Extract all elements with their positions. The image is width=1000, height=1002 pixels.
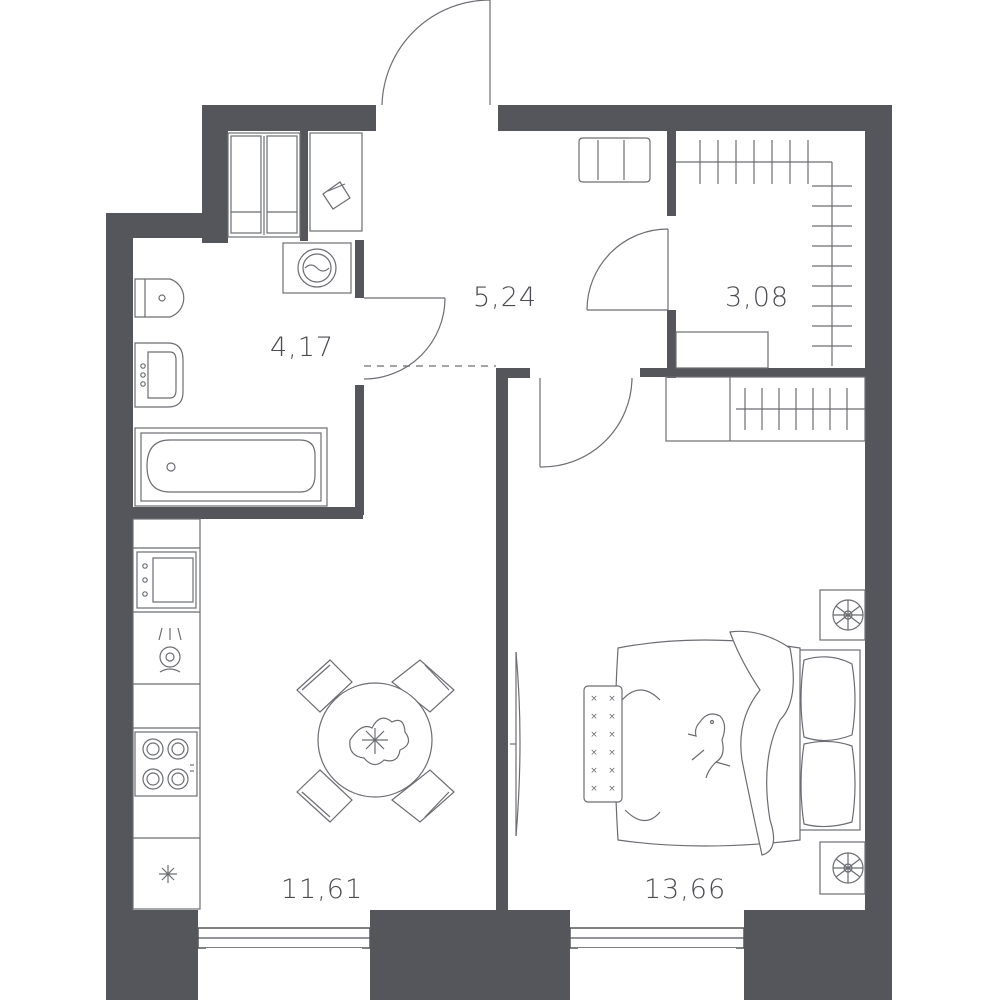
boiler-niche xyxy=(309,132,363,232)
kitchen-area-label: 11,61 xyxy=(281,874,363,905)
utility-cabinet xyxy=(227,132,301,238)
fridge-icon xyxy=(159,865,177,883)
svg-text:×: × xyxy=(590,748,598,758)
bedroom-door xyxy=(539,377,633,468)
wardrobe-rail-icon xyxy=(675,140,852,369)
svg-text:×: × xyxy=(608,766,616,776)
svg-text:×: × xyxy=(590,730,598,740)
wardrobe-area-label: 3,08 xyxy=(725,282,789,313)
cooktop-icon xyxy=(134,731,198,797)
kitchen-window xyxy=(197,927,371,1002)
svg-text:×: × xyxy=(608,712,616,722)
washbasin-icon xyxy=(134,342,184,408)
toilet-icon xyxy=(134,278,185,318)
bedroom-window xyxy=(569,927,745,1002)
svg-text:×: × xyxy=(590,712,598,722)
bathtub-icon xyxy=(134,427,328,507)
kitchen-counter xyxy=(132,518,201,910)
nightstand-lamp-icon xyxy=(819,589,866,641)
double-bed-icon xyxy=(614,630,861,856)
hall-area-label: 5,24 xyxy=(473,282,537,313)
bathroom-door xyxy=(363,297,446,380)
shoe-rack-icon xyxy=(578,137,651,183)
bedroom-wardrobe xyxy=(665,376,866,442)
svg-text:×: × xyxy=(590,694,598,704)
ottoman-icon: × × × × × × × × × × × × xyxy=(583,685,623,803)
sink-icon xyxy=(136,551,197,609)
bedroom-area-label: 13,66 xyxy=(644,874,726,905)
svg-text:×: × xyxy=(590,766,598,776)
nightstand-lamp-icon-2 xyxy=(819,841,866,895)
washing-machine-icon xyxy=(282,242,352,294)
flower-vase-icon xyxy=(349,717,410,766)
svg-text:×: × xyxy=(608,748,616,758)
entrance-door xyxy=(381,0,491,106)
wardrobe-door xyxy=(586,228,669,311)
mirror-icon xyxy=(510,651,521,837)
svg-text:×: × xyxy=(608,730,616,740)
svg-text:×: × xyxy=(590,784,598,794)
bathroom-area-label: 4,17 xyxy=(270,332,334,363)
svg-text:×: × xyxy=(608,694,616,704)
walls xyxy=(106,105,892,1000)
cat-icon xyxy=(687,713,731,779)
svg-text:×: × xyxy=(608,784,616,794)
dining-table-icon xyxy=(296,659,455,823)
hood-icon xyxy=(158,627,182,673)
